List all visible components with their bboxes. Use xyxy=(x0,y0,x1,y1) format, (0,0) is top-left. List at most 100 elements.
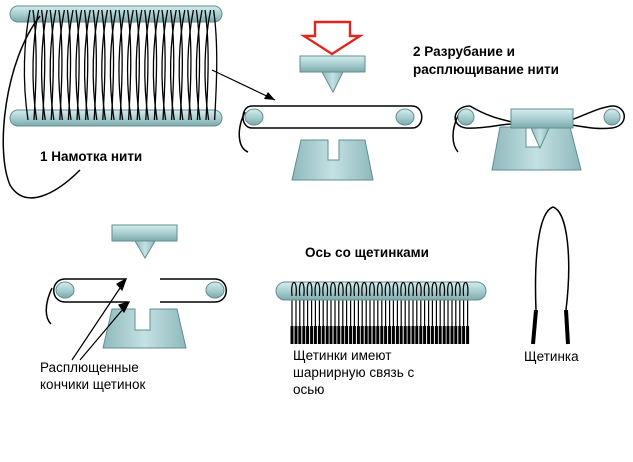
bristle-tip xyxy=(454,326,462,344)
bristle-loop xyxy=(408,281,414,297)
bristle-loop xyxy=(291,281,297,297)
bristle-tip xyxy=(407,326,415,344)
winding-loop xyxy=(204,9,218,121)
roller-left xyxy=(55,281,75,299)
bristle-tip xyxy=(446,326,454,344)
press-force-arrow xyxy=(299,20,365,56)
bristle-leg xyxy=(291,298,297,330)
stage-arrow-line xyxy=(211,69,276,101)
bristle-loop xyxy=(376,281,383,297)
thread-tail xyxy=(2,15,81,199)
bristle-loop xyxy=(345,281,352,297)
label-step2-line1: 2 Разрубание и xyxy=(413,44,515,59)
bristle-leg xyxy=(369,298,375,330)
bristle-loop xyxy=(322,281,329,297)
bristle-loop xyxy=(400,281,407,297)
bristle-tip xyxy=(290,326,298,344)
bristle-tip xyxy=(391,326,399,344)
bristle-tip xyxy=(384,326,392,344)
bristle-tip xyxy=(337,326,345,344)
thread-loop-cut xyxy=(45,278,227,325)
label-bristle: Щетинка xyxy=(524,349,579,364)
bristle-leg xyxy=(463,298,469,330)
label-flat-tips-line2: кончики щетинок xyxy=(40,377,146,392)
punch-top-1 xyxy=(299,55,366,94)
bristle-tip xyxy=(430,326,438,344)
roller-right xyxy=(205,281,225,299)
bristle-tip xyxy=(438,326,446,344)
bristle-leg xyxy=(439,298,445,330)
axis-with-bristles xyxy=(275,281,487,344)
bristle-tip xyxy=(321,326,329,344)
bristle-loop xyxy=(306,281,313,297)
bristle-leg xyxy=(385,298,391,330)
label-hinge-line1: Щетинки имеют xyxy=(293,348,392,363)
bristle-loop xyxy=(392,281,399,297)
bristle-leg xyxy=(400,298,406,330)
single-bristle xyxy=(531,206,570,345)
label-flat-tips-line1: Расплющенные xyxy=(40,360,139,375)
label-step1: 1 Намотка нити xyxy=(40,149,143,164)
bristle-leg xyxy=(455,298,461,330)
bristle-loop xyxy=(337,281,344,297)
bristle-tip xyxy=(313,326,321,344)
bristle-loop xyxy=(462,281,469,297)
bristle-tip xyxy=(345,326,353,344)
bristle-leg xyxy=(416,298,422,330)
bristle-tip xyxy=(329,326,337,344)
press-flattening xyxy=(491,108,582,171)
bristle-tip xyxy=(306,326,314,344)
bristle-leg xyxy=(353,298,359,330)
bristle-loop xyxy=(353,281,360,297)
thread-loop-1 xyxy=(238,105,423,153)
die-bottom-2 xyxy=(102,308,187,349)
label-hinge-line2: шарнирную связь с xyxy=(293,365,415,380)
stage-arrow-head xyxy=(264,92,275,100)
frame-bottom-rod xyxy=(9,109,223,127)
bristle-loop xyxy=(431,281,438,297)
bristle-tip xyxy=(360,326,368,344)
bristle-loop xyxy=(314,281,321,297)
bristle-leg xyxy=(447,298,453,330)
wound-thread xyxy=(23,9,218,121)
bristle-leg xyxy=(299,298,305,330)
bristle-leg xyxy=(431,298,437,330)
die-bottom-1 xyxy=(291,139,374,181)
bristle-loop xyxy=(415,281,422,297)
bristle-tip xyxy=(415,326,423,344)
bristle-leg xyxy=(314,298,320,330)
red-arrow-icon xyxy=(299,20,365,56)
bristle-leg xyxy=(346,298,352,330)
bristle-leg xyxy=(424,298,430,330)
bristle-tip xyxy=(368,326,376,344)
thread-loop-2 xyxy=(452,105,625,153)
bristle-tip xyxy=(376,326,384,344)
label-step2-line2: расплющивание нити xyxy=(413,62,559,77)
bristle-loop xyxy=(447,281,453,297)
bristle-tip xyxy=(352,326,360,344)
bristle-leg xyxy=(338,298,344,330)
bristle-loop xyxy=(454,281,461,297)
bristle-leg xyxy=(392,298,398,330)
bristle-tip xyxy=(423,326,431,344)
bristle-loop xyxy=(423,281,430,297)
bristle-loop xyxy=(361,281,368,297)
label-hinge-line3: осью xyxy=(293,382,325,397)
bristle-loop xyxy=(384,281,391,297)
bristle-leg xyxy=(322,298,328,330)
axis-rod xyxy=(275,281,487,301)
bristle-loop xyxy=(439,281,446,297)
bristle-leg xyxy=(307,298,313,330)
bristle-tip xyxy=(298,326,306,344)
punch-top-2 xyxy=(111,224,178,259)
bristle-loop xyxy=(369,281,375,297)
bristle-leg xyxy=(361,298,367,330)
bristle-leg xyxy=(330,298,336,330)
winding-frame xyxy=(2,5,223,199)
bristle-loop xyxy=(298,281,305,297)
label-axis-bristles: Ось со щетинками xyxy=(305,245,429,260)
bristle-leg xyxy=(408,298,414,330)
bristle-tip xyxy=(462,326,470,344)
bristle-tip xyxy=(399,326,407,344)
